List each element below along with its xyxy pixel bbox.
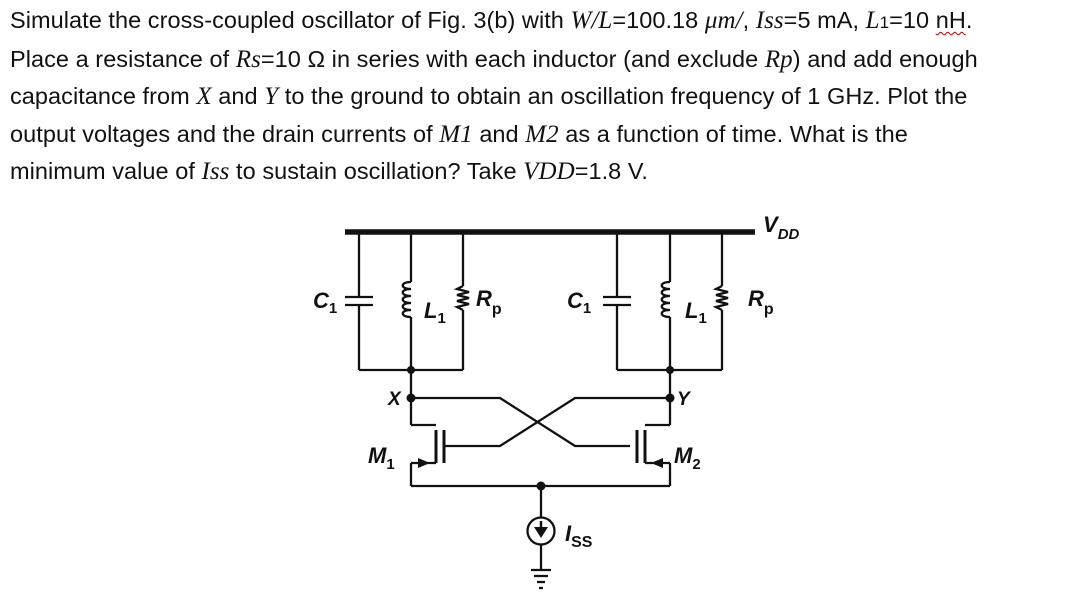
math-iss: Iss	[755, 7, 784, 34]
text-run: ,	[742, 7, 756, 33]
c1-right-label: C1	[567, 288, 591, 317]
text-run: ) and add enough	[792, 46, 978, 73]
resistor-rp-right	[712, 232, 729, 370]
node-x-label: X	[387, 389, 402, 410]
current-source-iss	[526, 516, 556, 570]
m2-source-arrow	[651, 458, 663, 468]
spellcheck-underlined-word: nH	[935, 7, 966, 33]
text-run: and	[211, 83, 265, 110]
problem-statement: Simulate the cross-coupled oscillator of…	[10, 2, 1070, 190]
down-arrow-icon	[534, 527, 548, 538]
text-run: capacitance from	[10, 83, 197, 110]
math-l1: L	[865, 7, 880, 34]
math-m1: M1	[439, 120, 473, 148]
transistor-m1	[409, 398, 446, 486]
m1-label: M1	[368, 443, 395, 473]
text-run: =100.18	[612, 7, 705, 33]
l1-right-label: L1	[685, 298, 707, 327]
m2-label: M2	[674, 443, 701, 473]
text-run: and	[472, 120, 526, 147]
text-run: .	[965, 7, 973, 33]
junction-dots	[406, 366, 675, 491]
text-run: output voltages and the drain currents o…	[10, 120, 440, 147]
m1-source-arrow	[418, 458, 430, 468]
problem-line-4: output voltages and the drain currents o…	[10, 116, 1070, 153]
math-w-over-l: W/L	[570, 7, 613, 34]
problem-line-1: Simulate the cross-coupled oscillator of…	[10, 2, 1070, 41]
problem-line-2: Place a resistance of Rs=10 Ω in series …	[10, 41, 1070, 78]
right-tank	[603, 232, 729, 398]
cross-coupled-wires	[411, 396, 670, 448]
math-micrometer: μm/	[704, 7, 743, 34]
text-run: to the ground to obtain an oscillation f…	[278, 83, 968, 110]
left-tank	[345, 232, 470, 398]
rp-right-label: Rp	[748, 286, 774, 318]
text-run: =1.8 V.	[574, 157, 649, 184]
math-iss: Iss	[201, 157, 230, 185]
vdd-label: VDD	[763, 212, 800, 243]
ground-symbol	[531, 568, 551, 590]
resistor-rp-left	[453, 232, 470, 370]
l1-left-label: L1	[424, 298, 446, 327]
text-run: as a function of time. What is the	[558, 120, 908, 147]
text-run: =10 Ω in series with each inductor (and …	[260, 46, 765, 73]
math-x: X	[196, 83, 212, 111]
rp-left-label: Rp	[476, 286, 502, 318]
text-run: =10	[889, 7, 936, 33]
problem-line-5: minimum value of Iss to sustain oscillat…	[10, 153, 1070, 190]
math-rp: Rp	[764, 46, 793, 74]
capacitor-c1-left	[345, 232, 373, 370]
c1-left-label: C1	[313, 288, 337, 317]
math-rs: Rs	[235, 46, 261, 74]
problem-line-3: capacitance from X and Y to the ground t…	[10, 78, 1070, 115]
math-m2: M2	[525, 120, 559, 148]
math-l1-index: 1	[879, 13, 890, 32]
capacitor-c1-right	[603, 232, 631, 370]
inductor-l1-left	[401, 232, 413, 398]
text-run: Place a resistance of	[10, 46, 236, 73]
math-y: Y	[264, 83, 279, 111]
node-y-label: Y	[677, 389, 692, 410]
text-run: Simulate the cross-coupled oscillator of…	[10, 7, 571, 33]
text-run: minimum value of	[10, 157, 202, 184]
text-run: to sustain oscillation? Take	[229, 157, 524, 184]
text-run: =5 mA,	[783, 7, 866, 33]
inductor-l1-right	[660, 232, 672, 398]
math-vdd: VDD	[523, 157, 575, 185]
transistor-m2	[635, 398, 672, 486]
iss-label: ISS	[565, 521, 593, 551]
